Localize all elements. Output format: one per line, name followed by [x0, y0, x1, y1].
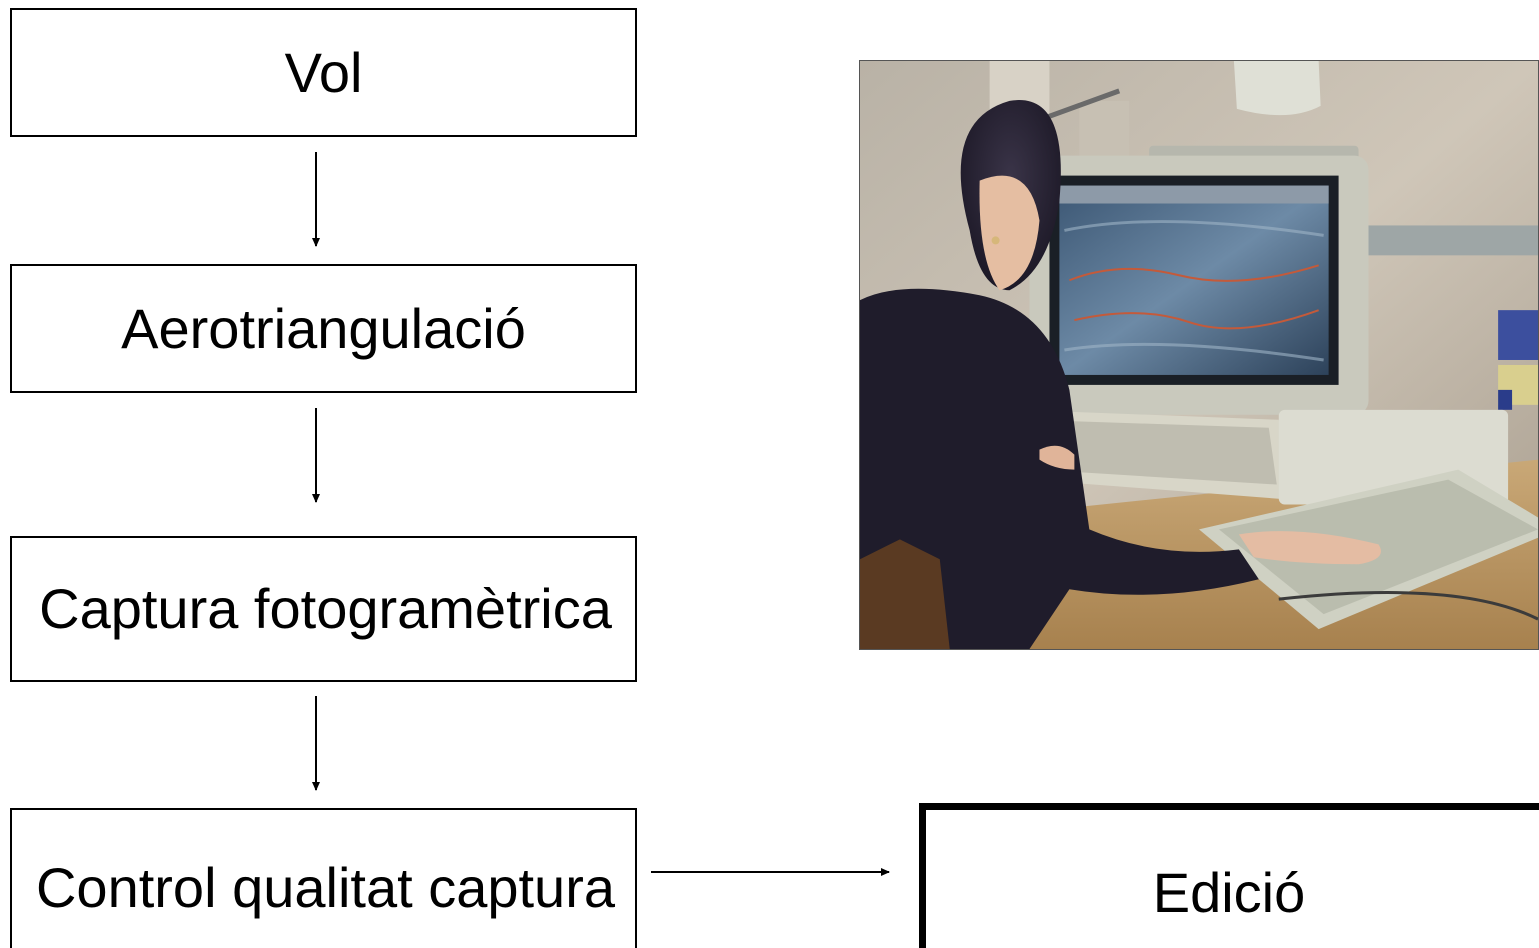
step-box-aerotriangulacio: Aerotriangulació: [10, 264, 637, 393]
step-box-captura: Captura fotogramètrica: [10, 536, 637, 682]
photo-illustration: [860, 61, 1538, 649]
photogrammetry-workstation-photo: [859, 60, 1539, 650]
step-box-control-qualitat: Control qualitat captura: [10, 808, 637, 948]
step-label: Captura fotogramètrica: [39, 577, 612, 640]
step-label: Vol: [284, 40, 363, 104]
step-box-vol: Vol: [10, 8, 637, 137]
step-label: Aerotriangulació: [121, 296, 526, 360]
output-label: Edició: [1152, 861, 1306, 924]
output-box-edicio: Edició: [919, 803, 1539, 948]
step-label: Control qualitat captura: [35, 856, 615, 919]
